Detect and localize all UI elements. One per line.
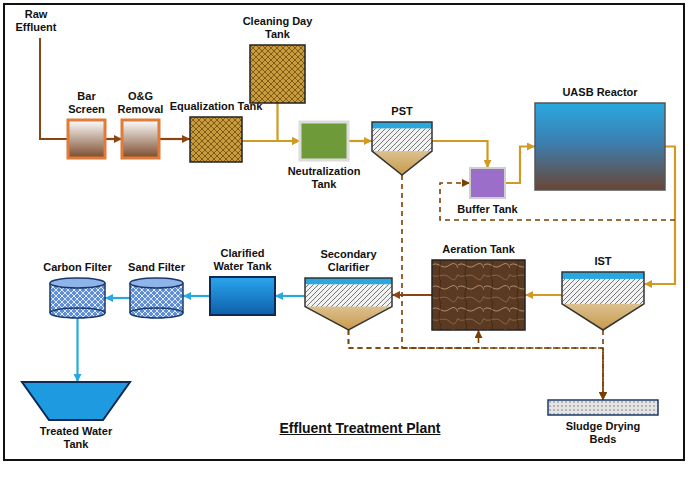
flow-line xyxy=(505,147,535,184)
clarifier-hatch xyxy=(305,284,392,306)
clarifier-outline xyxy=(562,272,644,330)
screen-box xyxy=(122,120,159,158)
clarifier-body xyxy=(562,272,644,330)
flow-line xyxy=(432,141,488,168)
unit-label: Sludge Drying Beds xyxy=(553,420,653,446)
process-unit: Neutralization Tank xyxy=(300,122,348,160)
clarifier-body xyxy=(305,278,392,330)
sludge-line xyxy=(349,330,479,348)
unit-shape xyxy=(535,103,665,190)
flow-line xyxy=(275,295,305,297)
unit-shape xyxy=(372,122,432,175)
filter-base xyxy=(130,308,183,318)
tank-box xyxy=(250,45,305,103)
unit-label: O&G Removal xyxy=(117,90,165,116)
unit-label: Sand Filter xyxy=(128,261,185,274)
clarifier-outline xyxy=(372,122,432,175)
aeration-box xyxy=(432,260,525,330)
filter-base xyxy=(50,308,105,318)
tank-box xyxy=(300,122,348,160)
filter-side xyxy=(49,283,51,313)
unit-shape xyxy=(548,400,658,415)
unit-shape xyxy=(190,117,242,162)
process-unit: PST xyxy=(372,122,432,175)
screen-box xyxy=(68,120,105,158)
filter-side xyxy=(104,283,106,313)
unit-shape xyxy=(250,45,305,103)
unit-label: Clarified Water Tank xyxy=(207,247,279,273)
process-unit: Sand Filter xyxy=(130,278,183,318)
unit-label: Equalization Tank xyxy=(170,100,263,113)
process-unit: UASB Reactor xyxy=(535,103,665,190)
clarifier-outline xyxy=(305,278,392,330)
diagram-title: Effluent Treatment Plant xyxy=(240,420,480,436)
flow-line xyxy=(278,103,301,141)
clarifier-body xyxy=(372,122,432,175)
process-unit: Carbon Filter xyxy=(50,278,105,318)
unit-shape xyxy=(305,278,392,330)
unit-shape xyxy=(562,272,644,330)
process-unit: Treated Water Tank xyxy=(22,382,130,420)
unit-shape xyxy=(22,382,130,420)
input-label: Raw Effluent xyxy=(8,8,64,34)
unit-shape xyxy=(300,122,348,160)
unit-shape xyxy=(130,278,183,318)
clarifier-water xyxy=(372,122,432,128)
process-unit: Aeration Tank xyxy=(432,260,525,330)
unit-shape xyxy=(50,278,105,318)
unit-shape xyxy=(470,168,505,198)
filter-top xyxy=(50,278,105,288)
process-unit: Clarified Water Tank xyxy=(210,277,275,315)
flow-line xyxy=(392,294,432,296)
flow-line xyxy=(105,138,122,140)
flow-line xyxy=(105,297,130,299)
unit-label: Bar Screen xyxy=(62,90,112,116)
unit-label: Carbon Filter xyxy=(43,261,111,274)
filter-side xyxy=(182,283,184,313)
unit-label: Cleaning Day Tank xyxy=(238,15,318,41)
clarifier-hatch xyxy=(372,128,432,151)
process-unit: Sludge Drying Beds xyxy=(548,400,658,415)
unit-label: UASB Reactor xyxy=(562,86,637,99)
process-unit: O&G Removal xyxy=(122,120,159,158)
unit-shape xyxy=(122,120,159,158)
tank-box xyxy=(470,168,505,198)
clarifier-water xyxy=(562,272,644,279)
unit-label: Neutralization Tank xyxy=(279,165,369,191)
unit-label: IST xyxy=(594,255,611,268)
flow-line xyxy=(183,295,210,297)
tank-box xyxy=(190,117,242,162)
flow-line xyxy=(159,138,190,140)
flow-line xyxy=(525,294,562,296)
unit-label: Secondary Clarifier xyxy=(309,248,389,274)
process-unit: Bar Screen xyxy=(68,120,105,158)
process-unit: IST xyxy=(562,272,644,330)
filter-top xyxy=(130,278,183,288)
unit-shape xyxy=(68,120,105,158)
sludge-line xyxy=(349,330,604,400)
clarifier-water xyxy=(305,278,392,284)
filter-side xyxy=(129,283,131,313)
clarifier-hatch xyxy=(562,279,644,304)
unit-label: Buffer Tank xyxy=(457,203,517,216)
unit-shape xyxy=(210,277,275,315)
tank-box xyxy=(210,277,275,315)
unit-label: Aeration Tank xyxy=(442,243,515,256)
unit-label: Treated Water Tank xyxy=(36,425,116,451)
process-unit: Secondary Clarifier xyxy=(305,278,392,330)
reactor-box xyxy=(535,103,665,190)
unit-shape xyxy=(432,260,525,330)
flow-line xyxy=(76,318,78,382)
process-unit: Equalization Tank xyxy=(190,117,242,162)
unit-label: PST xyxy=(391,105,412,118)
treated-tank xyxy=(22,382,130,420)
process-unit: Cleaning Day Tank xyxy=(250,45,305,103)
flow-line xyxy=(348,140,372,142)
drying-bed xyxy=(548,400,658,415)
frame-border xyxy=(4,4,684,460)
inlet-line xyxy=(40,38,68,139)
process-unit: Buffer Tank xyxy=(470,168,505,198)
